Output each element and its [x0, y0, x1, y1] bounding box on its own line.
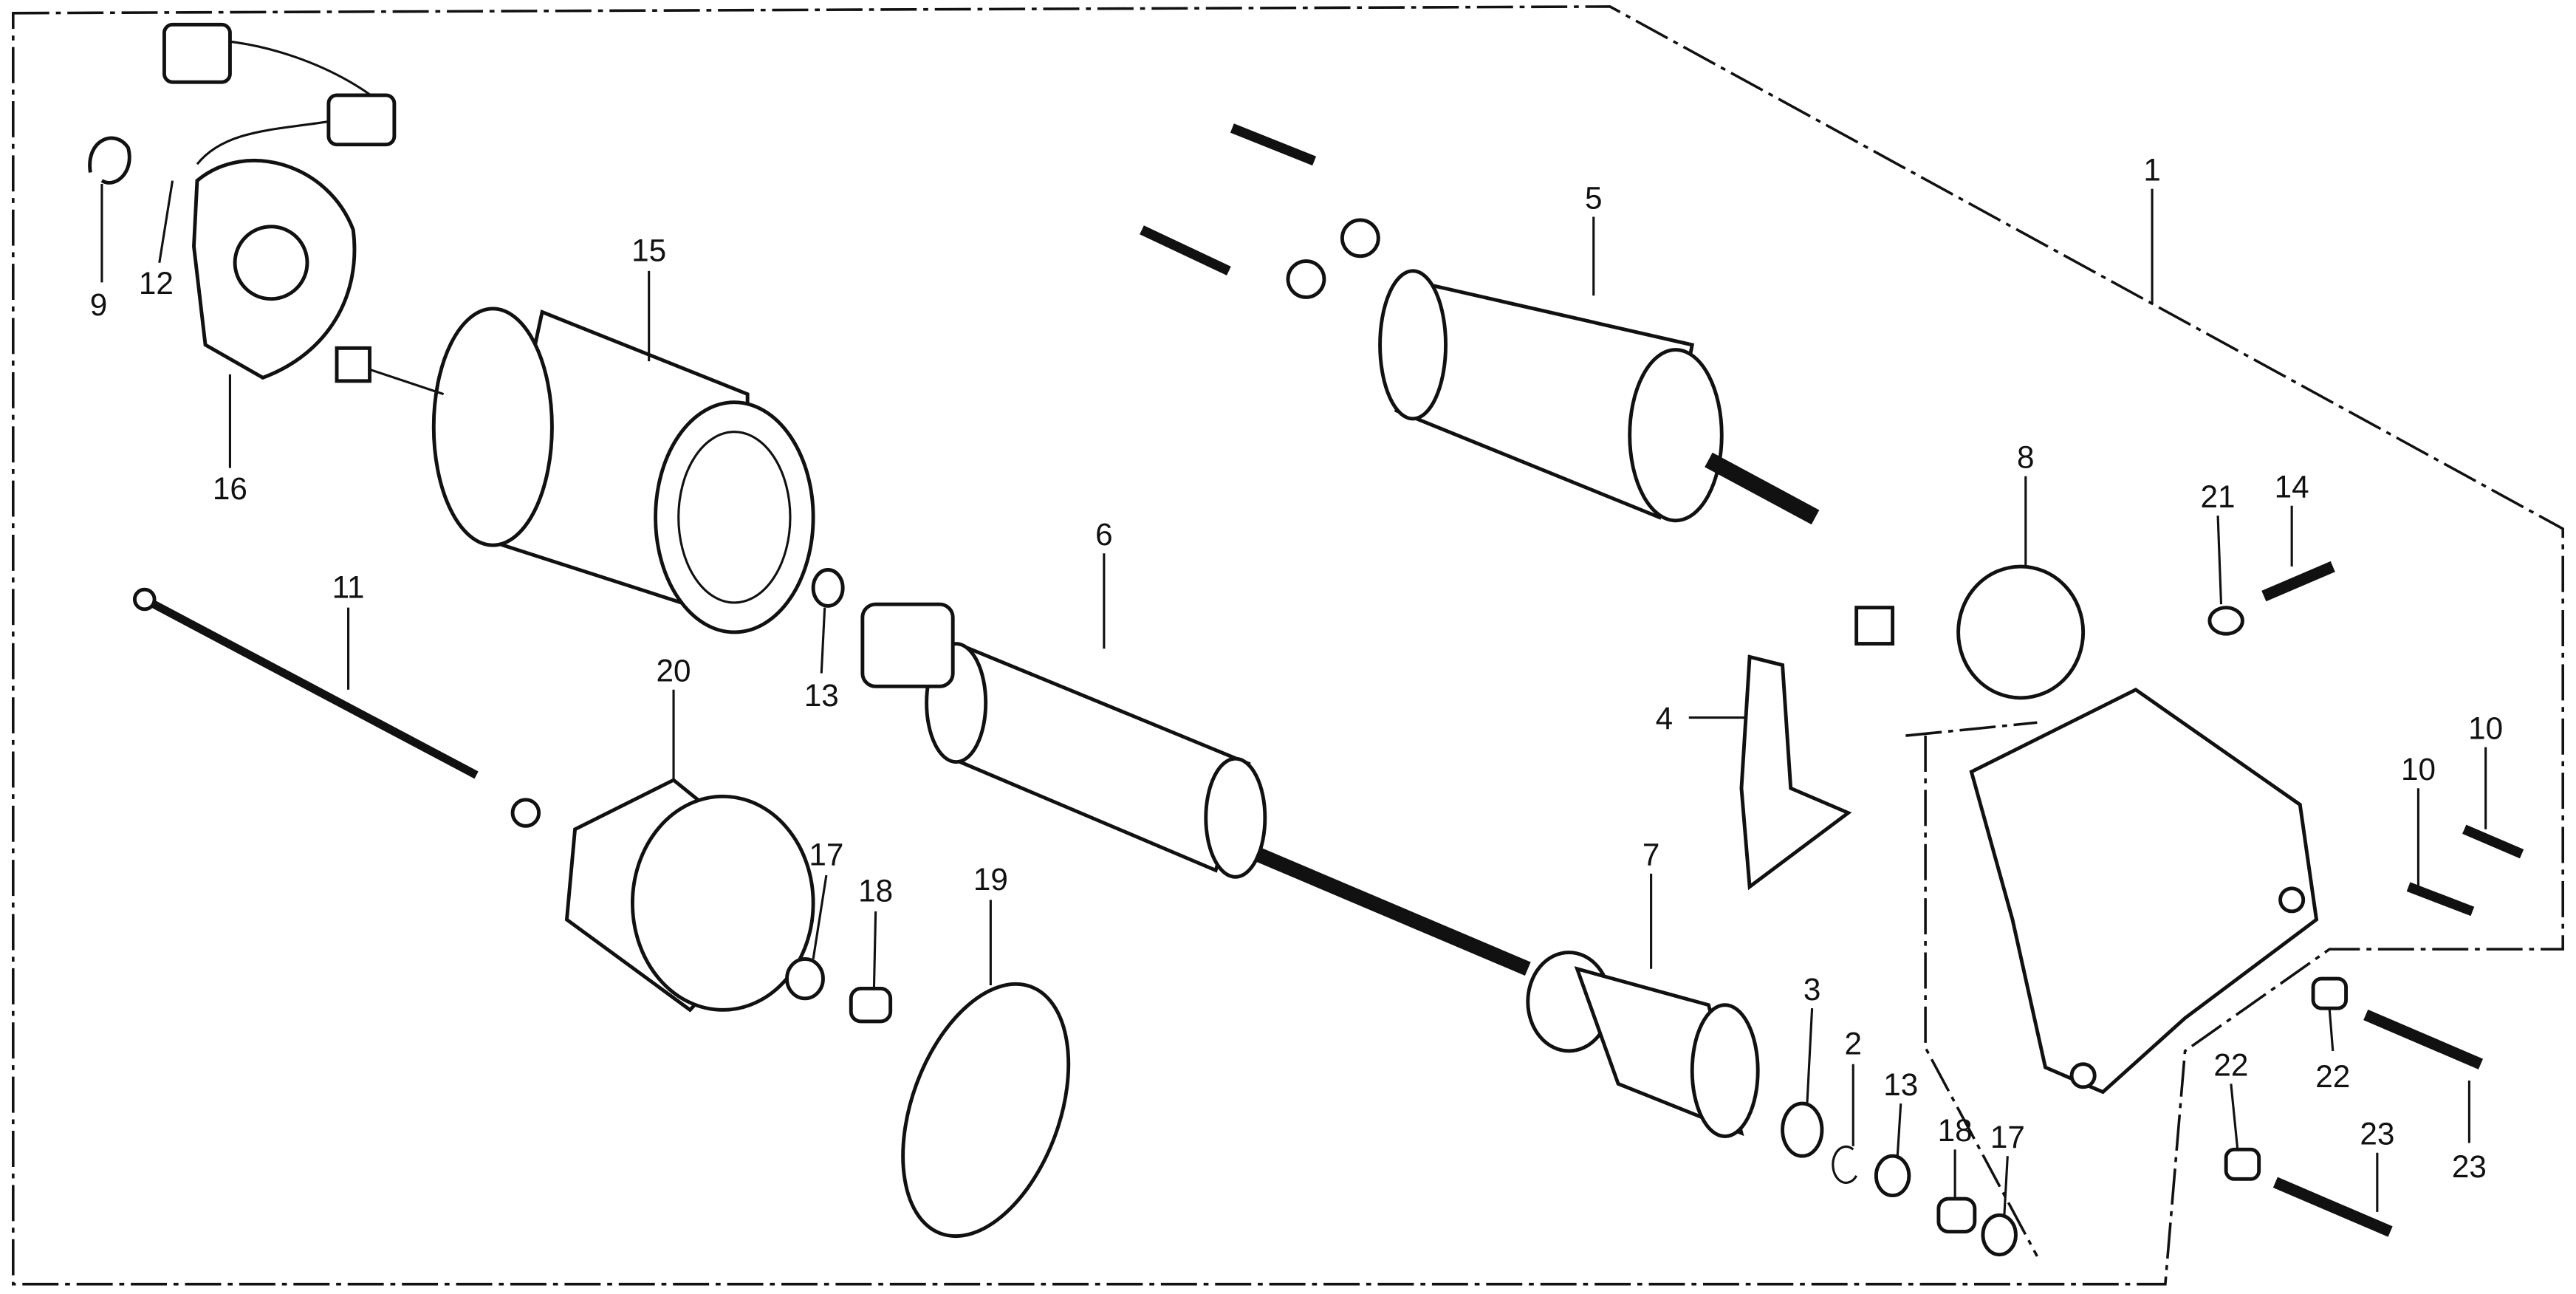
leader-lines: [100, 180, 2487, 1216]
washer: [811, 568, 845, 608]
shift-lever: [1739, 654, 1852, 891]
dowel-pin: [2311, 976, 2349, 1010]
seal: [1981, 1213, 2018, 1257]
callout-16: 16: [213, 471, 247, 506]
callout-5: 5: [1585, 180, 1603, 215]
callout-20: 20: [657, 654, 691, 688]
callout-18: 18: [1938, 1113, 1973, 1148]
callout-23: 23: [2360, 1117, 2394, 1151]
through-bolt: [132, 587, 479, 779]
callout-17: 17: [1990, 1120, 2025, 1154]
callout-7: 7: [1642, 838, 1660, 872]
bushing: [849, 987, 893, 1024]
assembly-frame: [12, 5, 2564, 1286]
washer: [1874, 1154, 1911, 1198]
callout-6: 6: [1095, 517, 1113, 552]
washer: [2207, 606, 2244, 636]
callout-22: 22: [2315, 1059, 2350, 1094]
o-ring: [901, 982, 1071, 1239]
callout-14: 14: [2275, 470, 2309, 504]
bushing: [1936, 1197, 1977, 1233]
solenoid: [1140, 123, 1820, 525]
callout-4: 4: [1656, 701, 1674, 736]
callout-19: 19: [973, 862, 1008, 897]
stop-collar: [1781, 1101, 1824, 1158]
callout-23: 23: [2452, 1149, 2487, 1184]
armature: [860, 602, 1531, 976]
callout-3: 3: [1803, 972, 1821, 1007]
grommet: [1854, 606, 1895, 646]
callout-8: 8: [2017, 440, 2035, 475]
bearing-seal: [785, 956, 825, 1001]
callout-15: 15: [631, 233, 666, 268]
callout-22: 22: [2213, 1047, 2248, 1082]
rear-cover: [510, 778, 815, 1013]
callout-10: 10: [2401, 752, 2436, 787]
yoke: [335, 307, 815, 634]
brush-holder: [88, 22, 397, 380]
callout-10: 10: [2468, 711, 2503, 746]
callout-13: 13: [804, 678, 839, 713]
callout-18: 18: [858, 874, 893, 908]
callout-1: 1: [2143, 153, 2161, 188]
callout-17: 17: [809, 838, 843, 872]
callout-11: 11: [332, 569, 365, 604]
front-housing: [1956, 564, 2319, 1095]
callout-13: 13: [1883, 1067, 1918, 1102]
callout-21: 21: [2201, 479, 2236, 514]
callout-2: 2: [1844, 1026, 1862, 1061]
pinion-clutch: [1526, 951, 1760, 1139]
snap-ring: [1832, 1145, 1858, 1184]
callout-12: 12: [139, 266, 174, 301]
callout-9: 9: [90, 287, 108, 322]
dowel-pin: [2224, 1147, 2261, 1181]
